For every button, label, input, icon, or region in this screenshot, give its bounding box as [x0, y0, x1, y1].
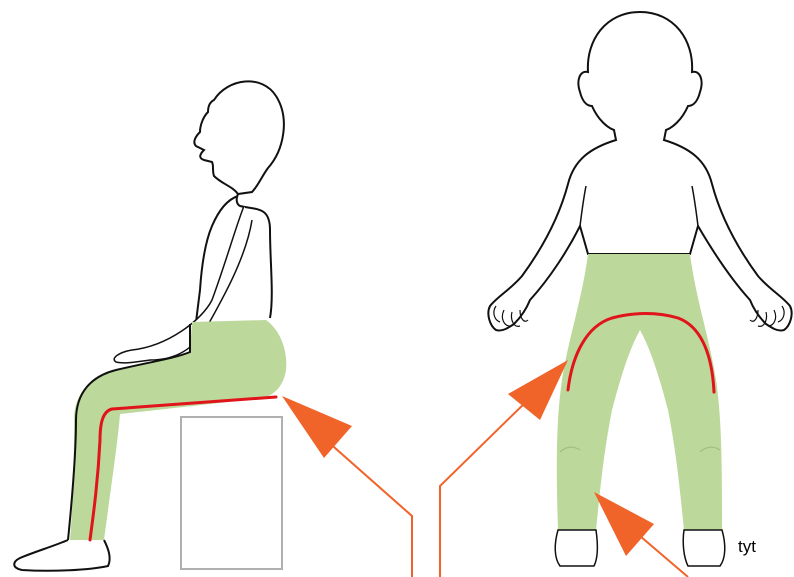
front-right-shoe	[683, 530, 725, 566]
seated-side-view	[14, 81, 412, 577]
corner-label: tyt	[738, 538, 756, 555]
front-pants	[557, 254, 722, 530]
side-foot	[14, 540, 109, 571]
side-head	[194, 81, 284, 194]
front-leg-arrow	[594, 492, 688, 577]
stool	[181, 417, 282, 569]
standing-front-view	[440, 12, 792, 577]
front-left-shoe	[555, 530, 597, 566]
side-arrow	[282, 396, 412, 577]
front-seam-arrow	[440, 360, 568, 577]
